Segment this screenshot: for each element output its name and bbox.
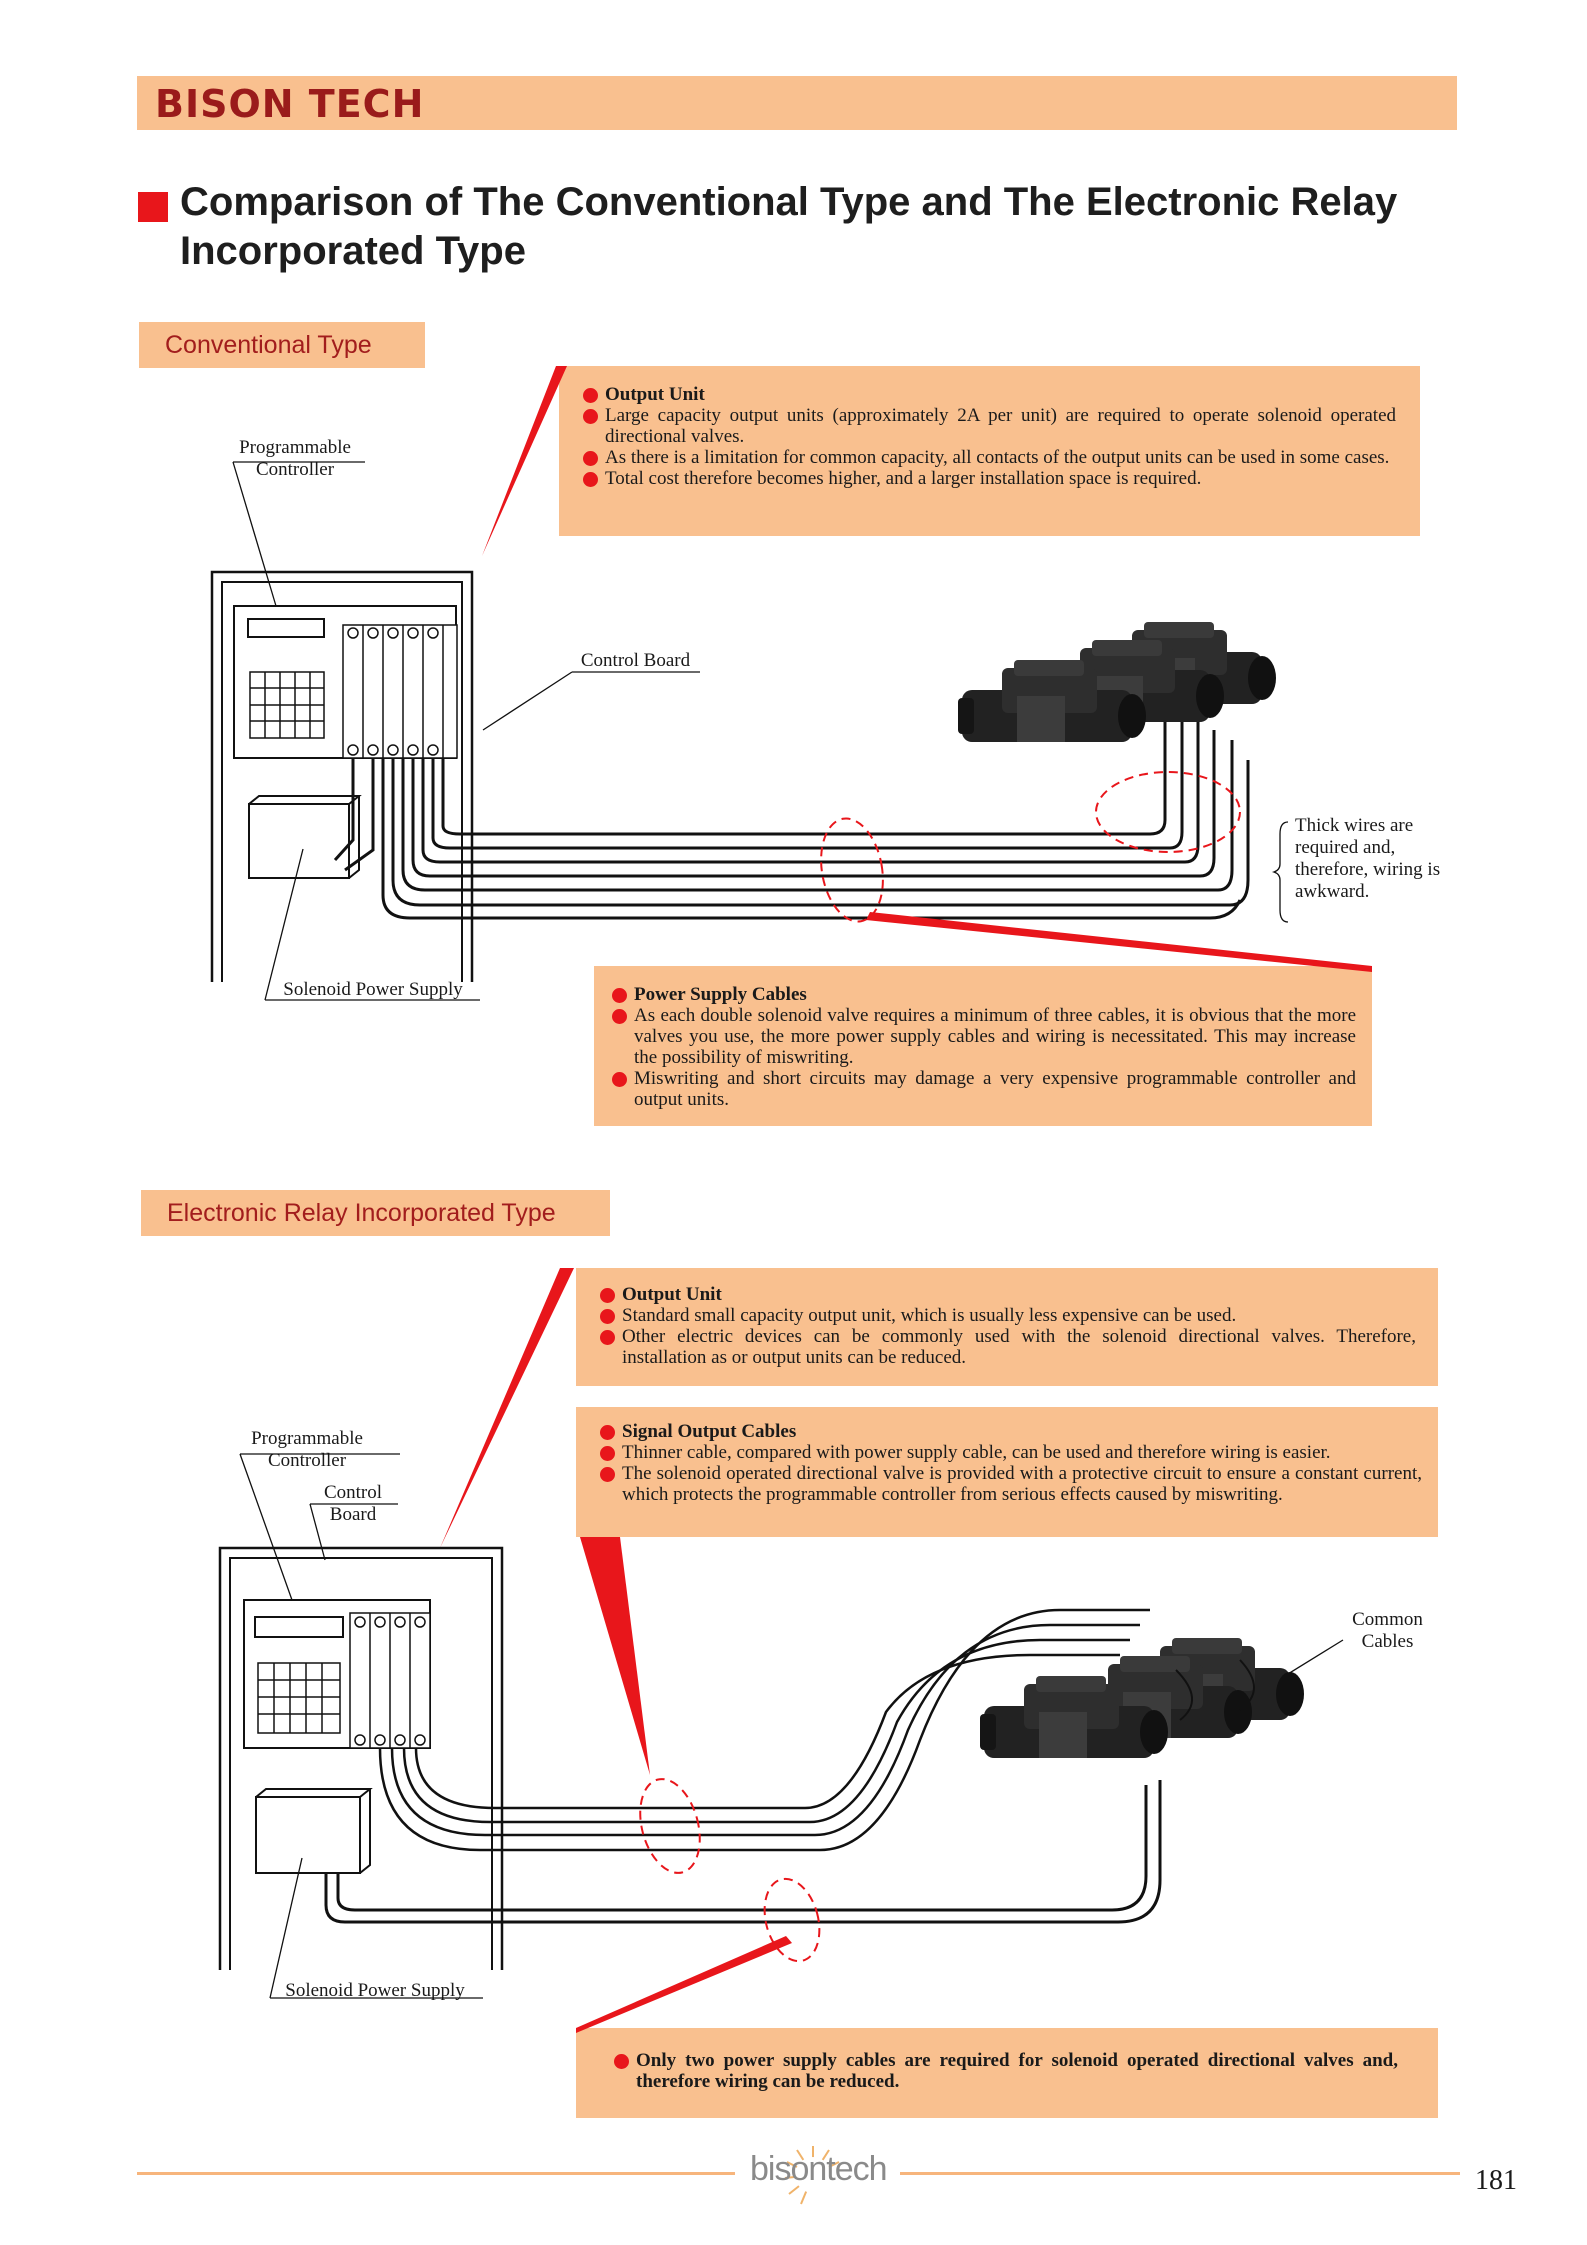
note-item: Total cost therefore becomes higher, and… xyxy=(581,468,1396,489)
label-solenoid-power-supply: Solenoid Power Supply xyxy=(283,979,463,1000)
note-item: As each double solenoid valve requires a… xyxy=(610,1005,1356,1068)
label-thick-wires: Thick wires are required and, therefore,… xyxy=(1295,815,1441,902)
label-solenoid-power-supply: Solenoid Power Supply xyxy=(285,1980,465,2001)
note-item: As there is a limitation for common capa… xyxy=(581,447,1396,468)
programmable-controller-icon xyxy=(243,1599,431,1749)
brand-bar: BISON TECH xyxy=(137,76,1457,130)
note-item: Only two power supply cables are require… xyxy=(612,2050,1398,2092)
footer-rule-right xyxy=(900,2172,1460,2175)
conventional-power-cables-note: Power Supply Cables As each double solen… xyxy=(594,966,1372,1126)
label-programmable-controller: Programmable Controller xyxy=(251,1428,363,1471)
title-bullet-icon xyxy=(138,192,168,222)
page-number: 181 xyxy=(1475,2165,1517,2196)
note-item: Thinner cable, compared with power suppl… xyxy=(598,1442,1422,1463)
section-tab-relay: Electronic Relay Incorporated Type xyxy=(141,1190,610,1236)
solenoid-power-supply-icon xyxy=(248,803,350,879)
note-heading: Signal Output Cables xyxy=(598,1421,1422,1442)
label-common-cables: Common Cables xyxy=(1352,1609,1423,1652)
callout-pointer xyxy=(482,366,567,556)
note-item: Miswriting and short circuits may damage… xyxy=(610,1068,1356,1110)
programmable-controller-icon xyxy=(233,605,457,759)
solenoid-power-supply-icon xyxy=(255,1796,361,1874)
note-item: Large capacity output units (approximate… xyxy=(581,405,1396,447)
conventional-output-unit-note: Output Unit Large capacity output units … xyxy=(559,366,1420,536)
footer-logo-text: bisontech xyxy=(750,2150,888,2189)
section-tab-conventional: Conventional Type xyxy=(139,322,425,368)
note-item: The solenoid operated directional valve … xyxy=(598,1463,1422,1505)
note-heading: Output Unit xyxy=(581,384,1396,405)
relay-two-cables-note: Only two power supply cables are require… xyxy=(576,2028,1438,2118)
note-item: Other electric devices can be commonly u… xyxy=(598,1326,1416,1368)
relay-output-unit-note: Output Unit Standard small capacity outp… xyxy=(576,1268,1438,1386)
bisontech-logo-icon xyxy=(784,2146,840,2205)
label-control-board: Control Board xyxy=(580,650,691,671)
note-item: Standard small capacity output unit, whi… xyxy=(598,1305,1416,1326)
label-programmable-controller: Programmable Controller xyxy=(239,437,351,480)
relay-signal-cables-note: Signal Output Cables Thinner cable, comp… xyxy=(576,1407,1438,1537)
note-heading: Power Supply Cables xyxy=(610,984,1356,1005)
callout-pointer xyxy=(580,1537,650,1775)
footer-rule-left xyxy=(137,2172,735,2175)
brand-name: BISON TECH xyxy=(155,82,425,126)
callout-pointer xyxy=(440,1268,574,1548)
logo-wordmark: bisontech xyxy=(750,2150,888,2188)
page-title: Comparison of The Conventional Type and … xyxy=(180,180,1398,273)
label-control-board: Control Board xyxy=(323,1482,383,1525)
callout-pointer xyxy=(576,1936,792,2033)
note-heading: Output Unit xyxy=(598,1284,1416,1305)
